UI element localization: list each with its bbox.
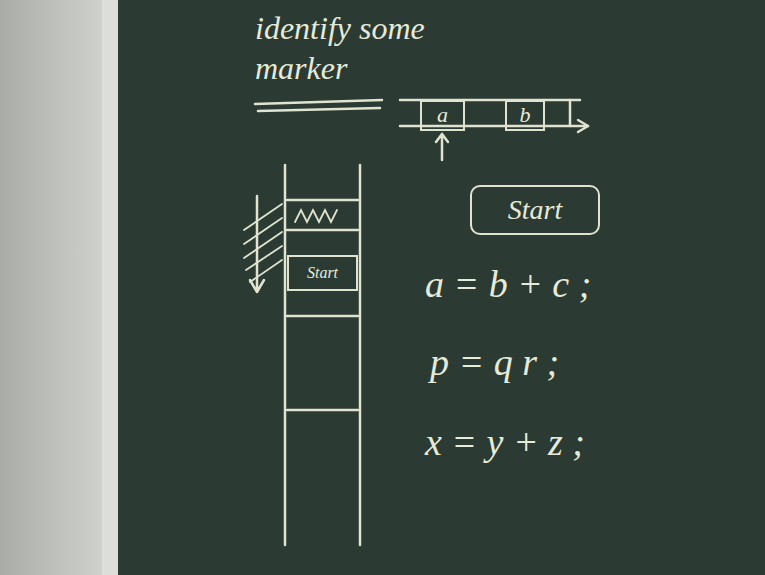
board-frame [102,0,118,575]
board [118,0,765,575]
stack-wall [284,165,287,545]
tape-line [400,125,588,128]
stack-divider [287,315,358,318]
direction-arrow [250,196,264,292]
node-text: a [437,103,448,127]
code-line: p = q r ; [430,340,559,386]
underline [258,108,380,111]
node-text: b [520,103,531,127]
node-text: Start [307,264,338,282]
stack-cell: Start [287,255,358,291]
stack-divider [287,229,358,232]
node-text: Start [508,195,562,226]
underline [255,100,382,104]
stack-wall [359,165,362,545]
tape-divider [569,100,572,126]
code-line: x = y + z ; [425,420,585,466]
scribble [295,210,337,222]
stack-divider [287,199,358,202]
marker-box: Start [470,185,600,235]
tape-arrowhead [578,120,588,132]
code-line: a = b + c ; [425,262,591,308]
hatching [244,204,282,282]
tape-cell: a [420,100,465,131]
tape-cell: b [505,100,545,131]
stack-divider [287,409,358,412]
title: identify some marker [255,8,455,88]
wall [0,0,102,575]
pointer-arrow [436,134,448,160]
